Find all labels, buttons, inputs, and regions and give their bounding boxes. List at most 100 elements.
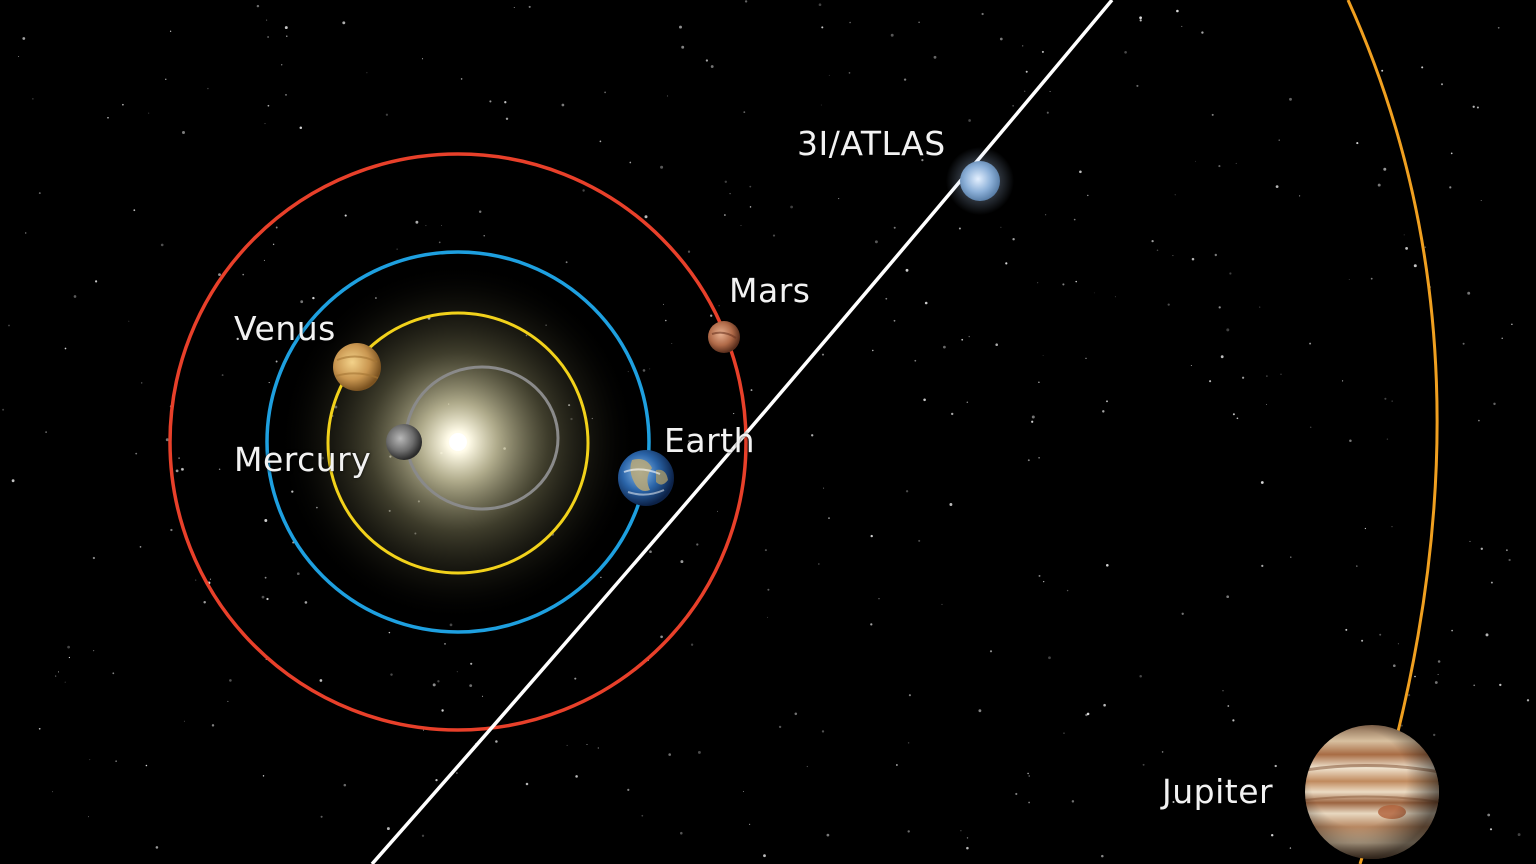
star <box>145 764 148 767</box>
star <box>141 382 143 384</box>
star <box>435 778 438 782</box>
star <box>1027 772 1029 775</box>
star <box>396 248 398 250</box>
star <box>724 180 727 183</box>
star <box>266 19 268 21</box>
star <box>820 104 822 106</box>
star <box>597 747 599 749</box>
star <box>169 30 172 32</box>
star <box>1472 105 1475 108</box>
star <box>1348 278 1350 281</box>
star <box>907 830 910 833</box>
star <box>644 215 648 219</box>
star <box>966 837 969 839</box>
star <box>64 681 66 683</box>
star <box>772 234 776 237</box>
star <box>236 337 239 341</box>
star <box>1290 556 1292 558</box>
star <box>821 730 825 733</box>
star <box>749 206 752 208</box>
star <box>566 744 568 746</box>
star <box>966 846 969 850</box>
star <box>649 550 652 554</box>
star <box>742 791 744 793</box>
atlas-trajectory <box>370 0 1114 864</box>
star <box>1299 195 1301 197</box>
star <box>903 78 907 81</box>
star <box>1433 733 1436 737</box>
star <box>1073 218 1076 221</box>
star <box>275 360 278 363</box>
star <box>122 103 124 106</box>
star <box>1136 84 1139 87</box>
star <box>1062 283 1065 286</box>
star <box>767 616 768 618</box>
star <box>1106 564 1109 567</box>
earth-label: Earth <box>664 421 755 460</box>
star <box>1103 703 1106 707</box>
star <box>320 815 323 818</box>
star <box>671 343 673 344</box>
star <box>1151 239 1154 243</box>
star <box>1071 800 1075 803</box>
star <box>1490 581 1493 584</box>
star <box>1345 628 1348 631</box>
star <box>1289 97 1292 101</box>
star <box>1167 303 1170 306</box>
mars-label: Mars <box>729 271 811 310</box>
star <box>1087 194 1089 197</box>
star <box>456 671 458 673</box>
star <box>724 214 726 216</box>
star <box>1038 574 1041 577</box>
star <box>878 598 880 600</box>
star <box>914 359 917 362</box>
star <box>1093 292 1095 294</box>
star <box>749 185 752 188</box>
star <box>478 210 482 213</box>
star <box>489 100 492 103</box>
star <box>1397 643 1399 645</box>
star <box>778 725 782 729</box>
star <box>1142 763 1145 766</box>
star <box>495 740 498 743</box>
star <box>710 65 714 68</box>
star <box>1493 402 1496 406</box>
star <box>960 830 962 832</box>
star <box>821 353 825 356</box>
star <box>642 369 646 372</box>
venus-label: Venus <box>234 309 336 348</box>
star <box>1042 355 1044 356</box>
star <box>1000 226 1002 228</box>
star <box>1045 214 1047 216</box>
star <box>261 595 265 599</box>
star <box>790 205 793 209</box>
star <box>999 37 1003 41</box>
star <box>1066 589 1069 592</box>
star <box>1037 282 1039 284</box>
star <box>599 140 602 143</box>
star <box>918 21 920 24</box>
star <box>1024 90 1026 92</box>
star <box>1392 664 1396 668</box>
star <box>1025 70 1028 73</box>
star <box>182 131 185 134</box>
star <box>128 320 130 322</box>
star <box>687 250 691 253</box>
star <box>1085 357 1087 359</box>
star <box>1232 413 1235 416</box>
star <box>1027 459 1030 462</box>
star <box>680 560 684 564</box>
star <box>905 490 909 493</box>
star <box>981 12 984 16</box>
star <box>1214 253 1217 257</box>
star <box>688 440 691 443</box>
star <box>1421 66 1424 69</box>
star <box>662 303 664 305</box>
star <box>978 709 982 713</box>
star <box>64 347 67 350</box>
star <box>342 21 346 25</box>
star <box>1242 376 1245 379</box>
jupiter-planet-icon <box>1305 725 1439 859</box>
star <box>767 588 770 591</box>
